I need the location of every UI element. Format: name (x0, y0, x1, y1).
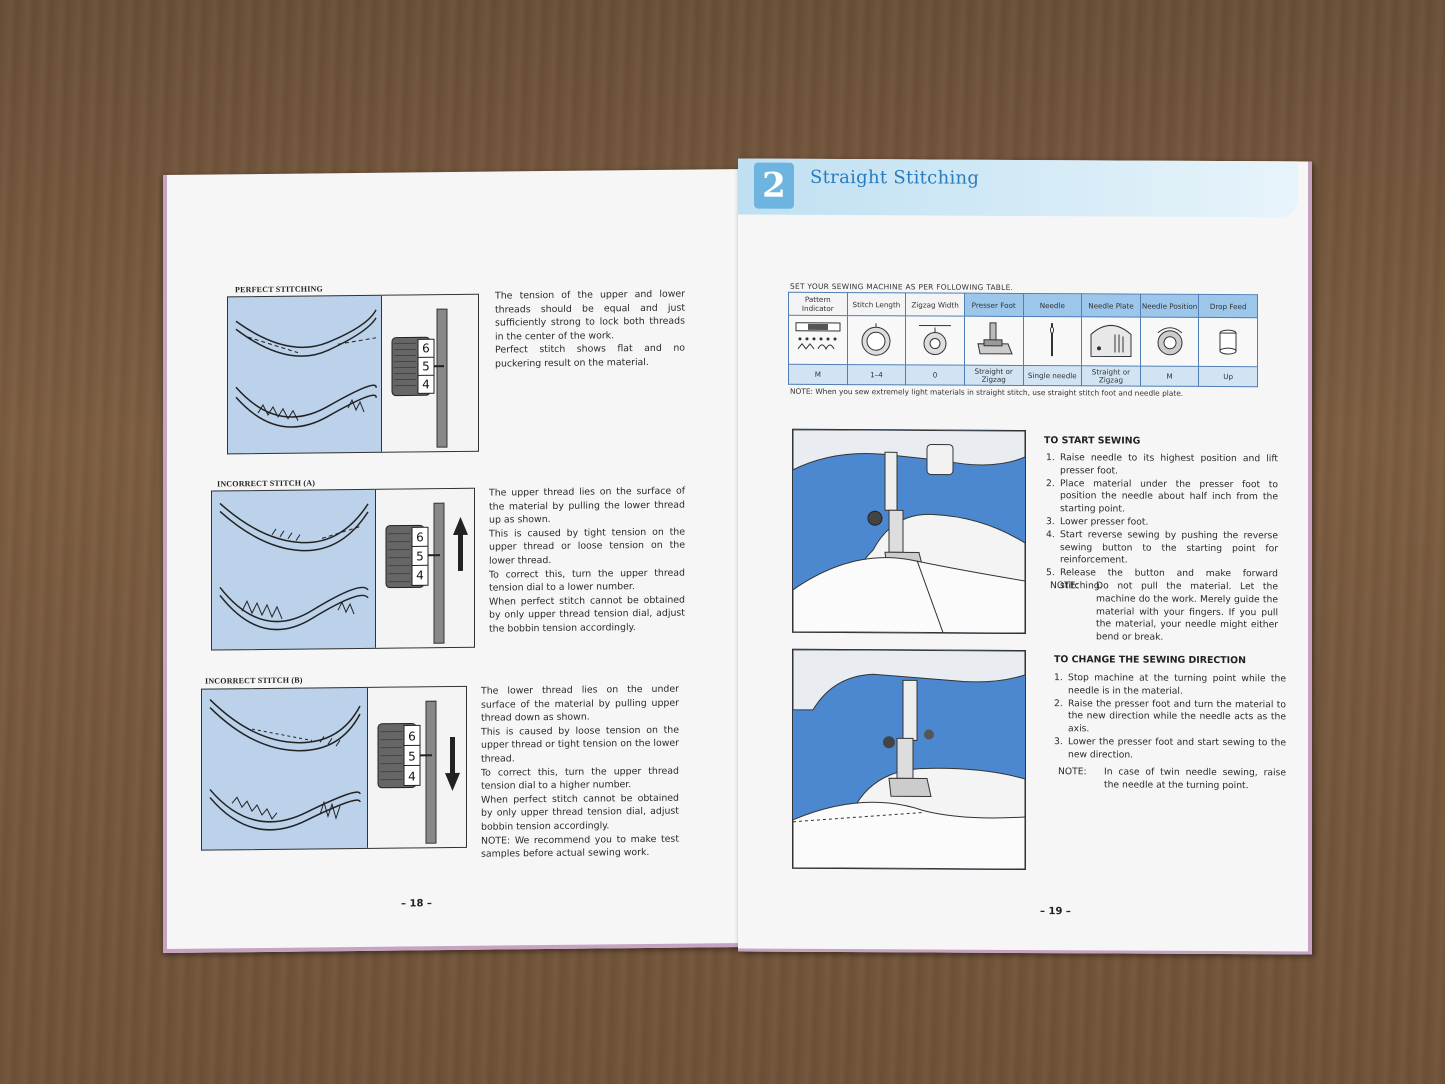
table-header-cell: Pattern Indicator (788, 292, 848, 316)
table-header-cell: Needle Position (1140, 294, 1199, 318)
section-title-incorrect-b: INCORRECT STITCH (B) (205, 675, 303, 686)
thread-diagram (235, 309, 377, 428)
list-item: 4.Start reverse sewing by pushing the re… (1046, 528, 1278, 566)
pattern-indicator-icon (788, 315, 848, 365)
dial-number: 4 (408, 769, 416, 783)
needle-icon (1023, 316, 1082, 366)
table-value-cell: Straight or Zigzag (1081, 365, 1141, 387)
tension-dial-icon: 6 5 4 (377, 700, 460, 844)
dial-number: 6 (422, 341, 430, 355)
perfect-stitching-text: The tension of the upper and lower threa… (495, 288, 685, 370)
table-heading: SET YOUR SEWING MACHINE AS PER FOLLOWING… (790, 281, 1014, 292)
incorrect-stitch-b-figure: 6 5 4 (201, 685, 467, 851)
chapter-number-badge: 2 (754, 162, 794, 209)
right-page: 2 Straight Stitching SET YOUR SEWING MAC… (738, 158, 1312, 955)
change-direction-photo (792, 648, 1026, 871)
incorrect-stitch-a-figure: 6 5 4 (211, 487, 475, 651)
tension-dial-panel: 6 5 4 (381, 294, 478, 452)
chapter-title: Straight Stitching (810, 166, 980, 189)
table-header-cell: Needle (1023, 293, 1082, 317)
thread-diagram (219, 502, 369, 631)
list-item: 2.Place material under the presser foot … (1046, 477, 1278, 515)
needle-position-dial-icon (1140, 317, 1199, 367)
change-direction-title: TO CHANGE THE SEWING DIRECTION (1054, 654, 1246, 667)
change-direction-note: NOTE: In case of twin needle sewing, rai… (1058, 766, 1286, 791)
tension-dial-panel: 6 5 4 (367, 686, 466, 848)
dial-number: 6 (408, 729, 416, 743)
tension-dial-icon: 6 5 4 (391, 308, 448, 448)
chapter-banner: 2 Straight Stitching (738, 158, 1298, 218)
table-icon-row (788, 315, 1258, 367)
arrow-up-icon (453, 516, 468, 571)
table-header-cell: Stitch Length (847, 292, 906, 316)
list-item: 3.Lower presser foot. (1046, 516, 1149, 528)
incorrect-stitch-b-text: The lower thread lies on the under surfa… (481, 683, 679, 860)
table-value-row: M 1–4 0 Straight or Zigzag Single needle… (788, 364, 1258, 387)
section-title-perfect-stitching: PERFECT STITCHING (235, 284, 323, 295)
settings-table: Pattern Indicator Stitch Length Zigzag W… (788, 292, 1258, 387)
table-header-cell: Drop Feed (1198, 294, 1258, 318)
perfect-stitching-figure: 6 5 4 (227, 293, 479, 455)
sewing-machine-illustration (793, 429, 1025, 633)
table-value-cell: 1–4 (847, 364, 906, 385)
list-item: 1.Stop machine at the turning point whil… (1054, 672, 1286, 697)
dial-number: 5 (408, 749, 416, 763)
table-value-cell: Single needle (1023, 365, 1082, 386)
tension-dial-icon: 6 5 4 (385, 502, 468, 644)
needle-plate-icon (1081, 316, 1141, 367)
drop-feed-icon (1198, 317, 1258, 367)
table-header-cell: Presser Foot (964, 293, 1023, 317)
sewing-machine-illustration (793, 649, 1025, 869)
table-value-cell: M (1140, 366, 1199, 387)
list-item: 1.Raise needle to its highest position a… (1046, 452, 1278, 477)
list-item: 3.Lower the presser foot and start sewin… (1054, 736, 1286, 761)
table-header-cell: Needle Plate (1081, 293, 1141, 318)
table-value-cell: Up (1198, 366, 1258, 387)
dial-number: 4 (416, 568, 424, 582)
table-value-cell: Straight or Zigzag (964, 365, 1023, 386)
list-item: 2.Raise the presser foot and turn the ma… (1054, 697, 1286, 735)
thread-diagram (209, 699, 361, 831)
tension-dial-panel: 6 5 4 (375, 488, 474, 648)
section-title-incorrect-a: INCORRECT STITCH (A) (217, 478, 316, 489)
stitch-length-dial-icon (847, 315, 906, 365)
page-number: – 19 – (1040, 906, 1071, 918)
table-header-row: Pattern Indicator Stitch Length Zigzag W… (788, 292, 1258, 318)
start-sewing-steps: 1.Raise needle to its highest position a… (1046, 452, 1278, 594)
dial-number: 5 (416, 549, 424, 563)
table-note: NOTE: When you sew extremely light mater… (790, 386, 1184, 398)
dial-number: 6 (416, 530, 424, 544)
dial-number: 5 (422, 359, 430, 373)
presser-foot-icon (964, 316, 1023, 366)
start-sewing-note: NOTE: Do not pull the material. Let the … (1050, 580, 1278, 643)
page-number: – 18 – (401, 898, 432, 910)
table-header-cell: Zigzag Width (905, 292, 965, 317)
arrow-down-icon (445, 736, 460, 792)
start-sewing-title: TO START SEWING (1044, 435, 1141, 447)
change-direction-steps: 1.Stop machine at the turning point whil… (1054, 672, 1286, 763)
dial-number: 4 (422, 377, 430, 391)
table-value-cell: M (788, 364, 848, 385)
zigzag-width-dial-icon (905, 315, 965, 366)
start-sewing-photo (792, 428, 1026, 635)
incorrect-stitch-a-text: The upper thread lies on the surface of … (489, 485, 685, 635)
table-value-cell: 0 (905, 364, 965, 386)
left-page: PERFECT STITCHING 6 5 4 (163, 168, 745, 954)
